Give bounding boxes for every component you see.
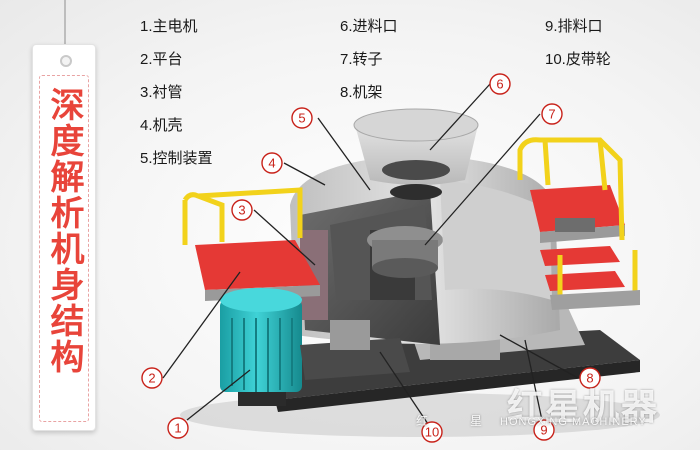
main-motor <box>220 288 302 406</box>
callout-label-9: 9 <box>540 423 547 438</box>
machine-casing <box>290 155 560 345</box>
right-platform <box>517 137 640 310</box>
legend-item-1: 1.主电机 <box>140 18 198 35</box>
brand-watermark-sub: HONGXING MACHINERY <box>500 416 647 428</box>
legend-item-5: 5.控制装置 <box>140 150 213 167</box>
callout-label-1: 1 <box>174 421 181 436</box>
tag-dashed-border <box>39 75 89 422</box>
callout-7: 7 <box>541 103 563 125</box>
legend-item-3: 3.衬管 <box>140 84 183 101</box>
legend-item-8: 8.机架 <box>340 84 383 101</box>
legend-item-4: 4.机壳 <box>140 117 183 134</box>
callout-1: 1 <box>167 417 189 439</box>
callout-label-8: 8 <box>586 371 593 386</box>
leader-lines <box>162 83 579 431</box>
legend-item-10: 10.皮带轮 <box>545 51 611 68</box>
brand-watermark: 红星机器 <box>507 386 660 427</box>
callout-8: 8 <box>579 367 601 389</box>
belt-pulley <box>300 320 410 380</box>
callout-label-7: 7 <box>548 107 555 122</box>
page-title: 深度解析机身结构 <box>45 87 83 375</box>
callout-6: 6 <box>489 73 511 95</box>
legend-item-7: 7.转子 <box>340 51 383 68</box>
callout-5: 5 <box>291 107 313 129</box>
callout-label-10: 10 <box>425 425 439 440</box>
legend-item-2: 2.平台 <box>140 51 183 68</box>
callout-label-3: 3 <box>238 203 245 218</box>
callout-label-2: 2 <box>148 371 155 386</box>
legend-item-6: 6.进料口 <box>340 18 398 35</box>
feed-hopper <box>353 108 479 200</box>
watermark-char-b: 星 <box>470 414 483 428</box>
tag-hole <box>60 55 72 67</box>
callout-label-5: 5 <box>298 111 305 126</box>
title-tag: 深度解析机身结构 <box>32 44 96 431</box>
legend-item-9: 9.排料口 <box>545 18 603 35</box>
tag-string <box>64 0 66 50</box>
callout-label-4: 4 <box>268 156 275 171</box>
callout-2: 2 <box>141 367 163 389</box>
callout-10: 10 <box>421 421 443 443</box>
callout-4: 4 <box>261 152 283 174</box>
callout-label-6: 6 <box>496 77 503 92</box>
callout-3: 3 <box>231 199 253 221</box>
callout-9: 9 <box>533 419 555 441</box>
watermark-char-a: 红 <box>416 414 429 428</box>
